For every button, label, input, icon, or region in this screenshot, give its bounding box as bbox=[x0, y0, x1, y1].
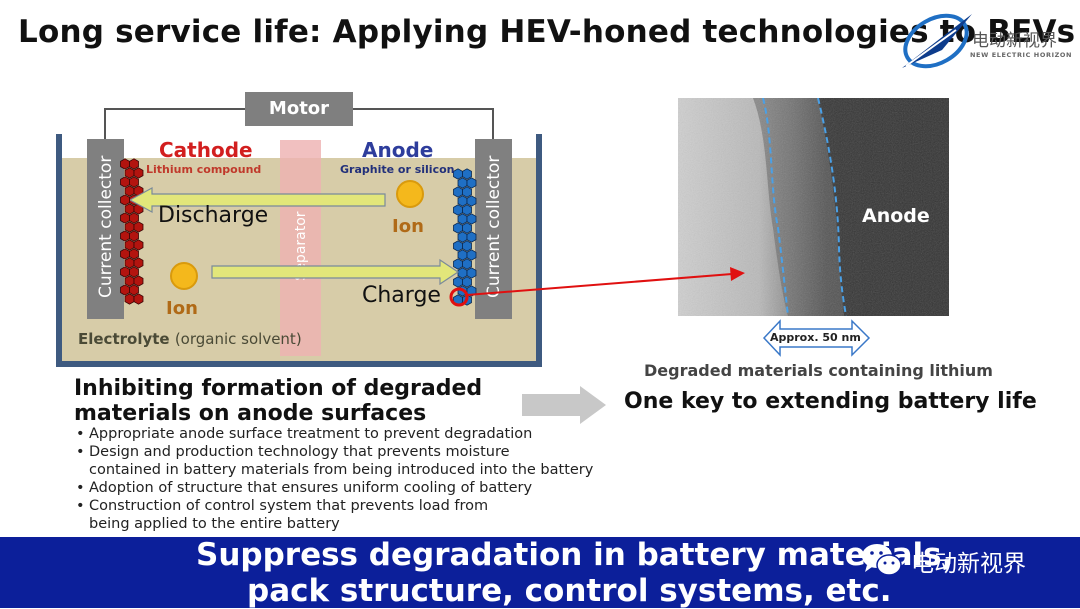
key-statement: One key to extending battery life bbox=[624, 389, 1037, 414]
cathode-title: Cathode bbox=[159, 138, 253, 162]
particle bbox=[462, 168, 472, 180]
particle bbox=[133, 293, 144, 305]
anode-title: Anode bbox=[362, 138, 434, 162]
micrograph-anode-label: Anode bbox=[862, 205, 930, 227]
particle bbox=[466, 267, 477, 279]
ion-right bbox=[396, 180, 424, 208]
list-item-continuation: contained in battery materials from bein… bbox=[89, 462, 594, 478]
ion-left-label: Ion bbox=[166, 298, 198, 319]
logo-english-name: NEW ELECTRIC HORIZON bbox=[970, 51, 1073, 59]
inhibit-heading-line2: materials on anode surfaces bbox=[74, 401, 427, 426]
particle bbox=[462, 276, 472, 288]
current-collector-right bbox=[475, 139, 512, 319]
list-item: •Appropriate anode surface treatment to … bbox=[76, 426, 533, 442]
particle bbox=[466, 195, 477, 207]
electrolyte-note: (organic solvent) bbox=[174, 330, 302, 348]
tem-micrograph bbox=[678, 98, 949, 316]
grey-arrow bbox=[522, 386, 606, 424]
list-item: •Design and production technology that p… bbox=[76, 444, 510, 460]
particle bbox=[129, 176, 139, 188]
particle bbox=[466, 213, 477, 225]
bottom-banner bbox=[0, 537, 1080, 608]
particle bbox=[129, 266, 139, 278]
watermark-text: 电动新视界 bbox=[911, 551, 1026, 577]
anode-particles bbox=[453, 168, 477, 306]
banner-line2: pack structure, control systems, etc. bbox=[247, 573, 892, 609]
particle bbox=[133, 167, 144, 179]
inhibit-heading-line1: Inhibiting formation of degraded bbox=[74, 376, 483, 401]
particle bbox=[466, 249, 477, 261]
particle bbox=[129, 230, 139, 242]
particle bbox=[129, 284, 139, 296]
particle bbox=[129, 158, 139, 170]
new-electric-horizon-logo bbox=[902, 13, 972, 69]
particle bbox=[462, 240, 472, 252]
wechat-icon bbox=[862, 544, 902, 576]
list-item-continuation: being applied to the entire battery bbox=[89, 516, 340, 532]
current-collector-left bbox=[87, 139, 124, 319]
particle bbox=[133, 239, 144, 251]
particle bbox=[129, 248, 139, 260]
particle bbox=[462, 222, 472, 234]
motor-box: Motor bbox=[245, 92, 353, 126]
electrolyte-name: Electrolyte bbox=[78, 330, 170, 348]
particle bbox=[129, 212, 139, 224]
inhibit-heading: Inhibiting formation of degraded materia… bbox=[74, 376, 482, 426]
scale-double-arrow bbox=[762, 319, 871, 357]
electrolyte-label: Electrolyte (organic solvent) bbox=[78, 330, 302, 348]
particle bbox=[462, 258, 472, 270]
scale-label: Approx. 50 nm bbox=[770, 331, 861, 344]
particle bbox=[133, 221, 144, 233]
particle bbox=[462, 204, 472, 216]
ion-left bbox=[170, 262, 198, 290]
anode-subtitle: Graphite or silicon bbox=[340, 163, 455, 176]
discharge-label: Discharge bbox=[158, 203, 269, 228]
charge-label: Charge bbox=[362, 283, 441, 308]
particle bbox=[462, 186, 472, 198]
ion-flow-arrows bbox=[130, 186, 460, 286]
bullet-list: •Appropriate anode surface treatment to … bbox=[76, 425, 593, 533]
particle bbox=[133, 257, 144, 269]
cathode-subtitle: Lithium compound bbox=[146, 163, 262, 176]
battery-cell-container bbox=[56, 134, 542, 367]
particle bbox=[466, 231, 477, 243]
page-title: Long service life: Applying HEV-honed te… bbox=[18, 14, 1076, 50]
ion-right-label: Ion bbox=[392, 216, 424, 237]
particle bbox=[133, 275, 144, 287]
micrograph-caption: Degraded materials containing lithium bbox=[644, 361, 993, 380]
particle bbox=[466, 177, 477, 189]
list-item: •Construction of control system that pre… bbox=[76, 498, 489, 514]
banner-line1: Suppress degradation in battery material… bbox=[196, 537, 954, 573]
list-item: •Adoption of structure that ensures unif… bbox=[76, 480, 533, 496]
separator bbox=[280, 140, 321, 356]
logo-chinese-name: 电动新视界 bbox=[972, 31, 1057, 51]
